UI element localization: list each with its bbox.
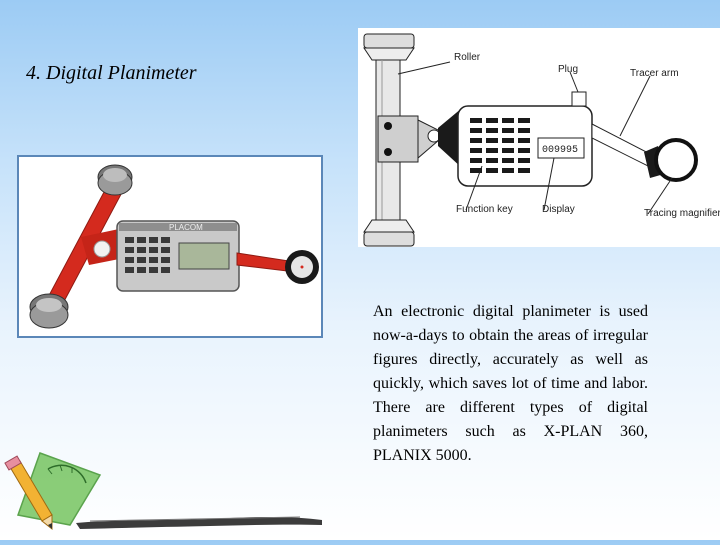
pencil-icon	[4, 455, 53, 531]
lcd-screen	[178, 242, 230, 270]
decorative-art	[0, 445, 330, 540]
slide-title: 4. Digital Planimeter	[26, 62, 197, 84]
label-plug: Plug	[558, 64, 578, 75]
planimeter-photo: PLACOM	[17, 155, 323, 338]
display-value: 009995	[542, 145, 578, 156]
brand-label: PLACOM	[169, 223, 203, 232]
slide-description: An electronic digital planimeter is used…	[373, 303, 648, 464]
label-roller: Roller	[454, 52, 481, 63]
function-keys	[470, 118, 530, 173]
label-function-key: Function key	[456, 204, 513, 215]
keypad	[125, 237, 170, 273]
label-display: Display	[542, 204, 575, 215]
planimeter-diagram: 009995 Roller Plug Tracer arm Function k…	[358, 28, 720, 247]
label-tracer-arm: Tracer arm	[630, 68, 679, 79]
label-tracing-magnifier: Tracing magnifier	[644, 208, 720, 219]
display-box	[537, 137, 585, 159]
